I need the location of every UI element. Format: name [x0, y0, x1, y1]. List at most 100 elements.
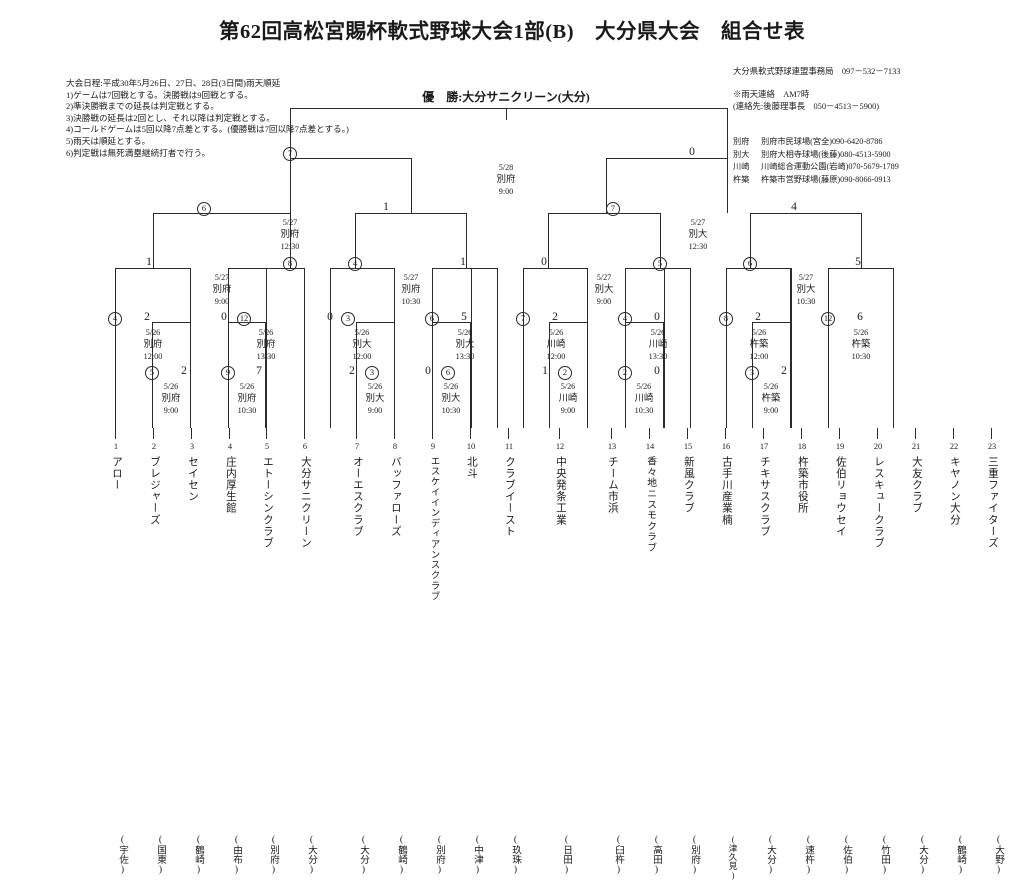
team-city: (国東) [155, 834, 166, 876]
score-value: 1 [383, 201, 389, 213]
match-time: 12:30 [280, 242, 300, 251]
team-entry: 16 古手川産業楠 (津久見) [713, 428, 739, 880]
game-number: 6 [424, 312, 440, 326]
match-time: 9:00 [214, 297, 230, 306]
venue-row: 杵築杵築市営野球場(藤原)090-8066-0913 [733, 174, 899, 187]
team-number: 17 [759, 442, 769, 451]
team-name: 大友クラブ [910, 456, 922, 514]
venue-detail: 川崎総合運動公園(岩崎)070-5679-1789 [761, 162, 899, 172]
match-venue: 杵築 [749, 339, 769, 350]
match-time: 13:30 [256, 352, 276, 361]
team-entry: 4 庄内厚生館 (由布) [217, 428, 243, 875]
venue-detail: 杵築市営野球場(藤原)090-8066-0913 [761, 174, 891, 184]
team-number: 20 [873, 442, 883, 451]
match-date: 5/27 [596, 273, 612, 282]
team-name: バッファローズ [389, 456, 401, 538]
team-number: 1 [113, 442, 119, 451]
team-city: (臼杵) [613, 834, 624, 876]
team-city: (鶴崎) [955, 834, 966, 876]
team-entry: 3 セイセン (鶴崎) [179, 428, 205, 875]
match-info: 5/26 別大 12:00 [330, 327, 394, 363]
team-entry: 1 アロー (宇佐) [103, 428, 129, 875]
team-entry: 12 中央発条工業 (日田) [547, 428, 573, 875]
match-time: 9:00 [367, 406, 383, 415]
match-info: 5/27 別大 12:30 [666, 217, 730, 253]
venue-row: 川崎川崎総合運動公園(岩崎)070-5679-1789 [733, 161, 899, 174]
match-venue: 別大 [352, 339, 372, 350]
game-number: 9 [220, 366, 236, 380]
score-value: 7 [256, 365, 262, 377]
team-entry: 2 ブレジャーズ (国東) [141, 428, 167, 875]
match-venue: 杵築 [851, 339, 871, 350]
venue-detail: 別府大相寺球場(後藤)080-4513-5900 [761, 149, 891, 159]
team-city: (由布) [231, 834, 242, 876]
venue-row: 別大 別府大相寺球場(後藤)080-4513-5900 [733, 149, 899, 162]
match-time: 13:30 [648, 352, 668, 361]
team-entry: 20 レスキュークラブ (竹田) [865, 428, 891, 875]
team-entry: 23 三重ファイターズ (大野) [979, 428, 1005, 875]
rules-line: 3)決勝戦の延長は2回とし、それ以降は判定戦とする。 [66, 112, 275, 123]
match-venue: 別大 [796, 284, 816, 295]
match-date: 5/26 [560, 382, 576, 391]
team-entry: 8 バッファローズ (鶴崎) [382, 428, 408, 875]
game-number: 3 [364, 366, 380, 380]
team-number: 9 [430, 442, 436, 451]
team-name: 庄内厚生館 [224, 456, 236, 514]
match-venue: 別府 [401, 284, 421, 295]
match-date: 5/26 [239, 382, 255, 391]
match-venue: 川崎 [634, 393, 654, 404]
score-value: 0 [654, 311, 660, 323]
team-name: チーム市浜 [606, 456, 618, 514]
rules-line: 4)コールドゲームは5回以降7点差とする。(優勝戦は7回以降7点差とする。) [66, 124, 349, 135]
team-number: 5 [264, 442, 270, 451]
match-venue: 川崎 [558, 393, 578, 404]
score-value: 2 [552, 311, 558, 323]
match-date: 5/26 [163, 382, 179, 391]
score-value: 1 [542, 365, 548, 377]
score-value: 0 [541, 256, 547, 268]
venue-short: 別大 [733, 149, 750, 159]
rules-line: 2)準決勝戦までの延長は判定戦とする。 [66, 101, 219, 112]
team-number: 4 [227, 442, 233, 451]
match-time: 12:30 [688, 242, 708, 251]
match-time: 9:00 [498, 187, 514, 196]
team-entry: 18 杵築市役所 (速杵) [789, 428, 815, 875]
match-info: 5/26 川崎 10:30 [612, 381, 676, 417]
game-number: 6 [440, 366, 456, 380]
match-info: 5/26 杵築 10:30 [829, 327, 893, 363]
team-entry: 7 オーエスクラブ (大分) [344, 428, 370, 875]
venue-short: 別府 [733, 137, 750, 146]
match-time: 10:30 [401, 297, 421, 306]
team-name: キヤノン大分 [948, 456, 960, 526]
team-city: (竹田) [879, 834, 890, 876]
team-name: レスキュークラブ [872, 456, 884, 549]
match-venue: 川崎 [546, 339, 566, 350]
team-entry: 15 新風クラブ (別府) [675, 428, 701, 875]
team-entry: 11 クラブイースト (玖珠) [496, 428, 522, 875]
match-venue: 別大 [455, 339, 475, 350]
match-date: 5/26 [258, 328, 274, 337]
match-time: 12:00 [749, 352, 769, 361]
game-number: 5 [144, 366, 160, 380]
team-number: 18 [797, 442, 807, 451]
match-info: 5/27 別大 9:00 [572, 272, 636, 308]
team-city: (高田) [651, 834, 662, 876]
team-entry: 21 大友クラブ (大分) [903, 428, 929, 875]
team-entry: 6 大分サニクリーン (大分) [292, 428, 318, 875]
team-city: (大分) [358, 834, 369, 876]
team-name: エトーシンクラブ [261, 456, 273, 549]
venue-list: 別府別府市民球場(宮全)090-6420-8786 別大別府大相寺球場(後藤)0… [733, 136, 899, 186]
team-number: 10 [466, 442, 476, 451]
team-name: ブレジャーズ [148, 456, 160, 526]
game-number: 7 [515, 312, 531, 326]
score-value: 2 [349, 365, 355, 377]
match-date: 5/26 [548, 328, 564, 337]
match-time: 10:30 [237, 406, 257, 415]
match-venue: 別府 [496, 174, 516, 185]
champion-label: 優 勝:大分サニクリーン(大分) [422, 90, 590, 104]
match-time: 12:00 [143, 352, 163, 361]
team-name: 佐伯リョウセイ [834, 456, 846, 538]
match-venue: 杵築 [761, 393, 781, 404]
game-number: 4 [347, 257, 363, 271]
match-date: 5/27 [282, 218, 298, 227]
